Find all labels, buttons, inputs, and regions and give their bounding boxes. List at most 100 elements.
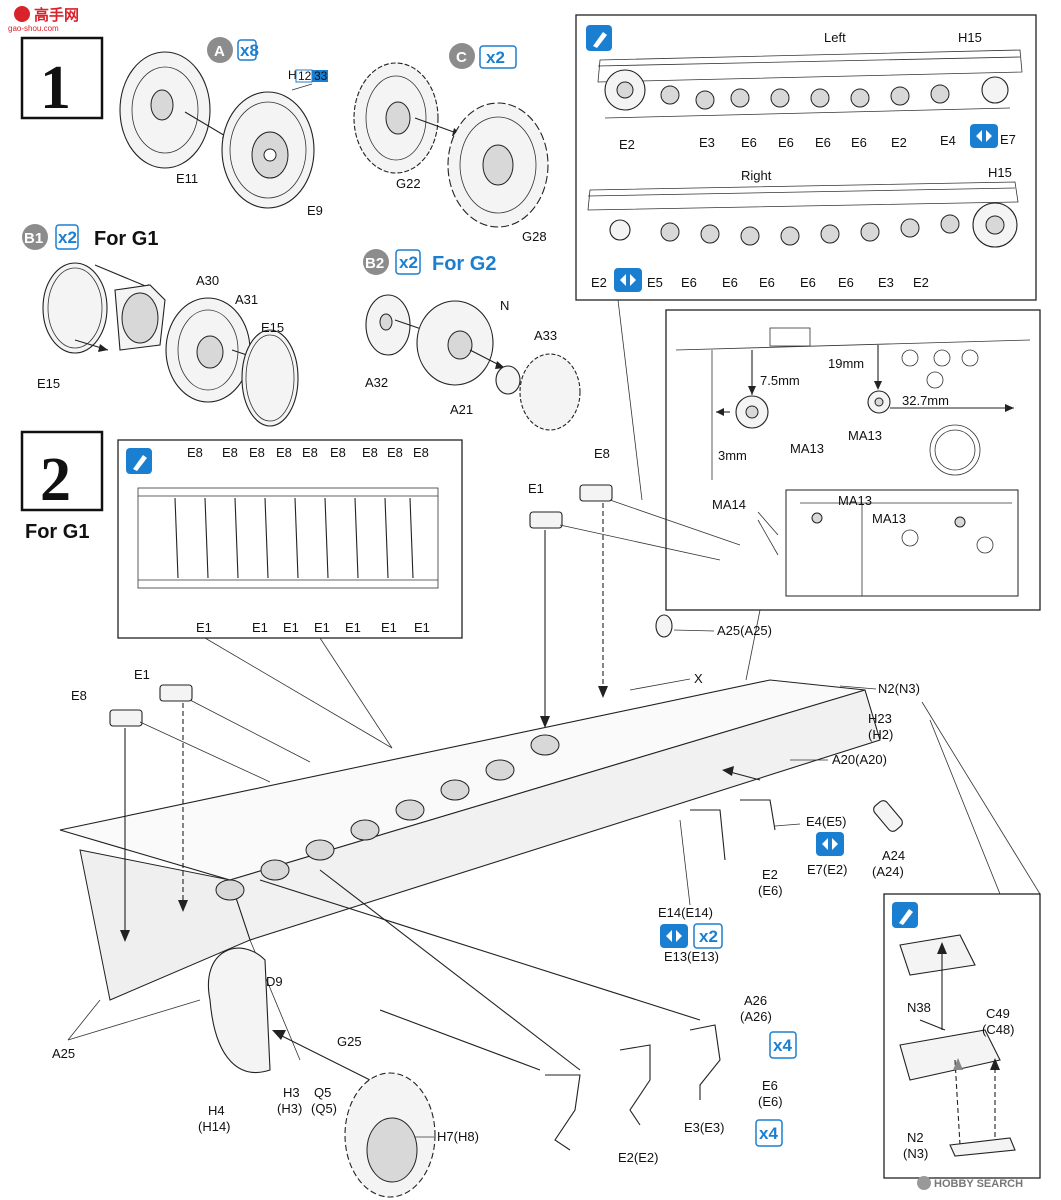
inset-top-label-8: E8 — [387, 445, 403, 460]
part-a25-top — [655, 614, 673, 638]
inset-top-label-2: E8 — [222, 445, 238, 460]
part-c48-plate — [899, 1029, 1001, 1081]
hull-left-idler — [981, 76, 1009, 104]
label-e1-top: E1 — [528, 481, 544, 496]
inset-bottom-label-1: E1 — [196, 620, 212, 635]
subassembly-b2: B2 x2 For G2 N A33 A32 A21 — [363, 249, 581, 431]
hull-left-label-1: E2 — [619, 137, 635, 152]
label-e11: E11 — [176, 171, 198, 186]
hull-left-label-7: E2 — [891, 135, 907, 150]
arm-e3 — [619, 1044, 651, 1126]
hull-left-label-8: E4 — [940, 133, 956, 148]
label-e2: E2 — [762, 867, 778, 882]
part-a21 — [495, 365, 521, 395]
label-ma13-2: MA13 — [848, 428, 882, 443]
step-1: 1 — [20, 36, 104, 122]
dim-32-7mm: 32.7mm — [902, 393, 949, 408]
mult-e3: x4 — [759, 1124, 778, 1143]
hull-right-label-8: E3 — [878, 275, 894, 290]
label-h3b: (H3) — [277, 1101, 302, 1116]
label-h7-h8: H7(H8) — [437, 1129, 479, 1144]
arm-a26 — [689, 1024, 721, 1100]
label-e4-e5: E4(E5) — [806, 814, 846, 829]
label-ma13-3: MA13 — [838, 493, 872, 508]
hull-right-label-2: E5 — [647, 275, 663, 290]
badge-b1 — [22, 224, 48, 250]
mult-b2: x2 — [399, 253, 418, 272]
hull-left-title: Left — [824, 30, 846, 45]
label-n: N — [500, 298, 509, 313]
label-e13: E13(E13) — [664, 949, 719, 964]
step2-main-drawing: E1 E8 A25(A25) X N2(N3) H23 (H2) A20(A20… — [52, 446, 920, 1198]
part-n2-detail — [949, 1137, 1016, 1157]
hobby-search-logo-icon — [917, 1176, 931, 1190]
badge-b2 — [363, 249, 389, 275]
part-c49 — [899, 934, 976, 976]
badge-b2-label: B2 — [365, 255, 384, 272]
hull-left-label-3: E6 — [741, 135, 757, 150]
tag-option-2: 33 — [314, 69, 328, 83]
detail-label-c49: C49 — [986, 1006, 1010, 1021]
hull-right-idler — [609, 219, 631, 241]
label-q5: Q5 — [314, 1085, 331, 1100]
part-e8-left — [109, 709, 143, 727]
subassembly-b1: B1 x2 For G1 A30 A31 E15 E15 — [22, 224, 299, 427]
label-e1-left: E1 — [134, 667, 150, 682]
part-e1-top — [529, 511, 563, 529]
hull-right-label-9: E2 — [913, 275, 929, 290]
label-a31: A31 — [235, 292, 258, 307]
step-1-number: 1 — [40, 54, 71, 122]
label-h23: H23 — [868, 711, 892, 726]
swap-icon-e4 — [816, 832, 844, 856]
part-a24 — [873, 800, 903, 832]
label-e6-b: E6 — [762, 1078, 778, 1093]
label-a26: A26 — [744, 993, 767, 1008]
mult-a26-box — [769, 1031, 797, 1059]
step-2-caption: For G1 — [25, 521, 89, 543]
torsion-bar-arms — [215, 734, 560, 901]
inset-top-label-9: E8 — [413, 445, 429, 460]
label-e6-c: (E6) — [758, 1094, 783, 1109]
inset-top-label-6: E8 — [330, 445, 346, 460]
inset-bottom-label-5: E1 — [345, 620, 361, 635]
label-e14: E14(E14) — [658, 905, 713, 920]
dim-7-5mm: 7.5mm — [760, 373, 800, 388]
dim-19mm: 19mm — [828, 356, 864, 371]
hull-right-label-6: E6 — [800, 275, 816, 290]
inset-bottom-label-2: E1 — [252, 620, 268, 635]
step2-inset: E8 E8 E8 E8 E8 E8 E8 E8 E8 E1 E1 E1 E1 E… — [117, 439, 463, 639]
label-x: X — [694, 671, 703, 686]
b1-caption: For G1 — [94, 228, 158, 250]
badge-b1-label: B1 — [24, 230, 43, 247]
inset-bottom-label-6: E1 — [381, 620, 397, 635]
hobby-search-brand: HOBBY SEARCH — [934, 1178, 1023, 1190]
label-ma13-1: MA13 — [790, 441, 824, 456]
label-a26b: (A26) — [740, 1009, 772, 1024]
hull-left-label-4: E6 — [778, 135, 794, 150]
hull-right-label-5: E6 — [759, 275, 775, 290]
part-e8-top — [579, 484, 613, 502]
hull-right-label-1: E2 — [591, 275, 607, 290]
subassembly-a: A x8 H 12 33 E11 E9 — [119, 37, 328, 218]
hull-left-swap-icon — [970, 124, 998, 148]
inset-top-label-3: E8 — [249, 445, 265, 460]
part-h4 — [207, 947, 271, 1074]
drill-detail-panel: 7.5mm 3mm MA13 19mm 32.7mm MA13 MA13 MA1… — [665, 309, 1041, 611]
inset-bottom-label-7: E1 — [414, 620, 430, 635]
mult-a-box — [237, 39, 257, 61]
inset-bottom-label-4: E1 — [314, 620, 330, 635]
mult-b2-box — [395, 249, 421, 275]
inset-top-label-4: E8 — [276, 445, 292, 460]
mult-b1-box — [55, 224, 79, 250]
mult-b1: x2 — [58, 228, 77, 247]
label-a25-left: A25 — [52, 1046, 75, 1061]
label-a20: A20(A20) — [832, 752, 887, 767]
detail-label-n2: N2 — [907, 1130, 924, 1145]
label-e9: E9 — [307, 203, 323, 218]
tag-prefix: H — [288, 68, 297, 82]
mult-e14: x2 — [699, 927, 718, 946]
label-g25: G25 — [337, 1034, 362, 1049]
detail-label-n3: (N3) — [903, 1146, 928, 1161]
label-e6-paren: (E6) — [758, 883, 783, 898]
hull-right-top-label: H15 — [988, 165, 1012, 180]
